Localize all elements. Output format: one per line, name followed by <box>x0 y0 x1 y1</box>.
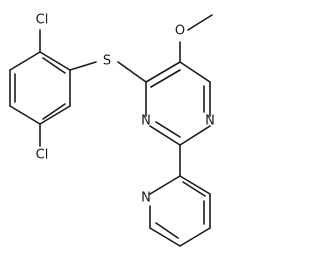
atom-label-n-pyrimidine-1: N <box>205 114 215 129</box>
bond-c5-c6 <box>179 61 211 83</box>
bond-py-c2-n <box>149 175 181 195</box>
bond-s-c4 <box>117 61 147 83</box>
bond-c4-c5 <box>145 61 181 83</box>
atom-label-cl-bottom: Cl <box>36 148 49 163</box>
bond-c2-n3-double <box>155 121 181 138</box>
chemical-structure-diagram: Cl S O N N Cl N <box>9 13 215 247</box>
atom-label-s: S <box>103 54 111 69</box>
bond-ph-s <box>69 61 97 71</box>
bond-py-c6-c5 <box>149 227 181 247</box>
bond-py-double-a <box>182 181 206 197</box>
bond-ph-inner-a <box>42 57 66 74</box>
atom-label-o: O <box>175 24 185 39</box>
bond-ph-c1-c2 <box>39 51 71 71</box>
bond-py-c3-c2 <box>179 175 211 195</box>
bond-py-c5-c4 <box>179 227 211 247</box>
bond-ph-c4-c5 <box>9 105 41 125</box>
atom-label-n-pyrimidine-3: N <box>141 114 151 129</box>
bond-n1-c2 <box>179 125 211 146</box>
bond-c2-n3 <box>149 125 181 146</box>
molecule-drawing: Cl S O N N Cl N <box>9 13 215 247</box>
bond-py-double-c <box>155 222 179 239</box>
bond-ph-c5-c6 <box>39 105 71 125</box>
bond-c4-c5-double <box>150 69 181 88</box>
bond-ph-c2-c3 <box>9 51 41 71</box>
atom-label-n-pyridine: N <box>141 191 151 206</box>
bond-ph-inner-c <box>42 103 66 120</box>
bond-o-ch3 <box>187 14 213 31</box>
atom-label-cl-top: Cl <box>36 13 49 28</box>
